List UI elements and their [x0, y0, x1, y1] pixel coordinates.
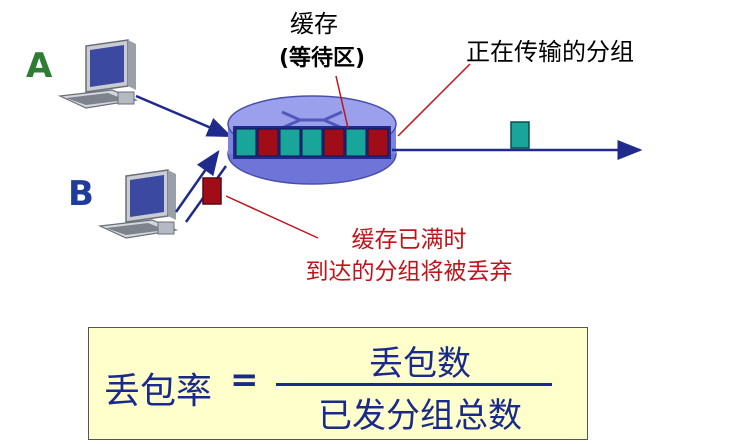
link-b-to-router	[174, 149, 220, 213]
host-a-computer-icon	[57, 39, 139, 109]
in-transit-pointer-line	[397, 63, 471, 137]
in-transit-label: 正在传输的分组	[466, 38, 634, 66]
queued-packet	[235, 128, 257, 157]
formula-fraction-bar	[276, 383, 552, 386]
formula-equals: =	[230, 360, 259, 400]
queued-packet	[323, 128, 345, 157]
formula-lhs: 丢包率	[104, 371, 213, 412]
queued-packet	[257, 128, 279, 157]
dropped-packet	[202, 177, 222, 205]
drop-note: 缓存已满时 到达的分组将被丢弃	[276, 224, 542, 288]
formula-numerator: 丢包数	[369, 344, 471, 384]
buffer-queue	[233, 126, 391, 159]
queued-packet	[279, 128, 301, 157]
drop-pointer-line	[225, 195, 319, 239]
host-b-computer-icon	[97, 169, 179, 239]
drop-note-line1: 缓存已满时	[351, 227, 467, 253]
queued-packet	[367, 128, 389, 157]
link-a-to-router	[135, 94, 233, 138]
host-a-label: A	[26, 46, 53, 86]
drop-note-line2: 到达的分组将被丢弃	[305, 259, 513, 285]
host-b-label: B	[68, 174, 94, 214]
queued-packet	[345, 128, 367, 157]
in-transit-packet	[510, 121, 530, 149]
formula-denominator: 已发分组总数	[318, 396, 522, 436]
queued-packet	[301, 128, 323, 157]
buffer-pointer-line	[335, 75, 349, 129]
buffer-subtitle: (等待区)	[278, 46, 366, 71]
buffer-title: 缓存	[290, 10, 338, 38]
